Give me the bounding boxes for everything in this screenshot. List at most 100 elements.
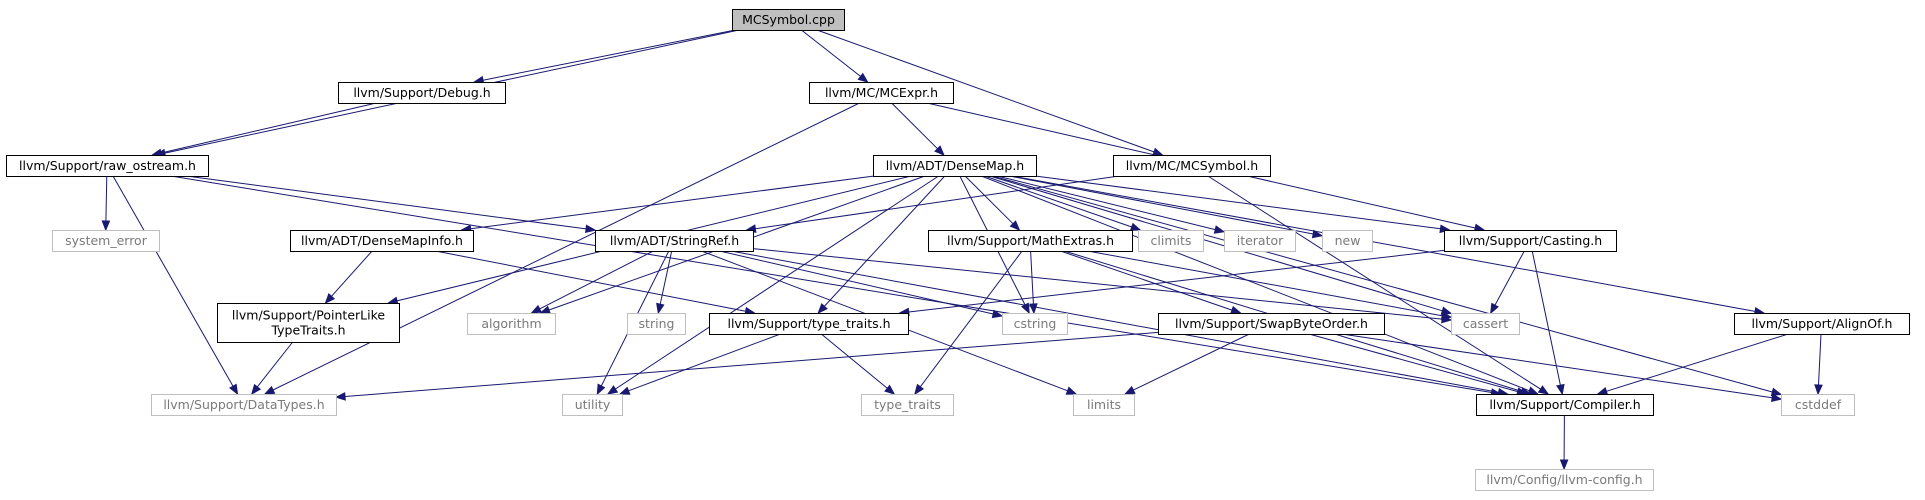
node-label: algorithm: [481, 316, 541, 331]
node-type-traits: type_traits: [861, 394, 954, 416]
node-label: cstddef: [1795, 397, 1842, 412]
edge-line: [1133, 333, 1250, 391]
edge-swapbyteorder_h-to-limits: [1123, 333, 1250, 395]
node-box: [1138, 230, 1204, 252]
edge-line: [160, 102, 377, 154]
node-box: [1073, 394, 1135, 416]
node-climits: climits: [1138, 230, 1204, 252]
node-label: llvm/MC/MCExpr.h: [825, 85, 938, 100]
node-mathextras-h[interactable]: llvm/Support/MathExtras.h: [928, 230, 1133, 252]
edge-arrowhead: [618, 386, 631, 395]
edge-arrowhead: [229, 383, 239, 396]
node-label: new: [1335, 233, 1361, 248]
edge-arrowhead: [934, 145, 945, 156]
edge-mcsymbol_h-to-compiler_h: [1207, 175, 1550, 395]
edge-arrowhead: [324, 293, 336, 304]
edge-line: [823, 175, 946, 307]
edge-raw_ostream_h-to-compiler_h: [170, 175, 1502, 397]
edge-arrowhead: [1814, 384, 1823, 396]
node-box: [1781, 394, 1855, 416]
node-debug-h[interactable]: llvm/Support/Debug.h: [338, 82, 506, 104]
edge-stringref_h-to-cassert: [752, 248, 1453, 324]
edge-compiler_h-to-llvm_config_h: [1559, 414, 1569, 471]
node-label: type_traits: [874, 397, 941, 412]
edge-arrowhead: [585, 224, 597, 234]
edge-line: [1308, 333, 1518, 393]
node-box: [627, 313, 686, 335]
edge-arrowhead: [1213, 225, 1226, 234]
node-casting-h[interactable]: llvm/Support/Casting.h: [1444, 230, 1617, 252]
node-mcsymbol-cpp[interactable]: MCSymbol.cpp: [732, 9, 845, 31]
edge-mcsymbol_cpp-to-mcsymbol_h: [816, 29, 1164, 156]
node-box: [1734, 313, 1910, 335]
node-box: [861, 394, 954, 416]
node-label: llvm/ADT/StringRef.h: [610, 233, 739, 248]
edge-line: [891, 102, 938, 150]
node-label: llvm/Config/llvm-config.h: [1486, 472, 1642, 487]
node-label: system_error: [65, 233, 148, 248]
edge-line: [659, 250, 673, 305]
node-label: llvm/Support/PointerLike: [232, 308, 385, 323]
edge-line: [989, 175, 1443, 312]
edge-arrowhead: [1123, 385, 1136, 395]
edge-line: [470, 175, 875, 230]
edge-line: [256, 341, 294, 388]
edge-arrowhead: [1559, 459, 1569, 471]
edge-swapbyteorder_h-to-compiler_h: [1308, 333, 1528, 396]
node-label: llvm/MC/MCSymbol.h: [1126, 158, 1258, 173]
node-label: llvm/Support/Casting.h: [1459, 233, 1602, 248]
node-label: iterator: [1237, 233, 1284, 248]
edge-alignof_h-to-cstddef: [1814, 333, 1823, 396]
node-compiler-h[interactable]: llvm/Support/Compiler.h: [1476, 394, 1654, 416]
node-densemap-h[interactable]: llvm/ADT/DenseMap.h: [873, 155, 1037, 177]
edge-arrowhead: [1065, 386, 1078, 395]
node-cstring: cstring: [1002, 313, 1068, 335]
edge-densemapinfo_h-to-pointerlike_h: [324, 250, 373, 304]
node-box: [732, 9, 845, 31]
edge-arrowhead: [817, 303, 828, 314]
node-box: [52, 230, 160, 252]
edge-arrowhead: [250, 383, 262, 396]
node-densemapinfo-h[interactable]: llvm/ADT/DenseMapInfo.h: [290, 230, 474, 252]
node-swapbyteorder-h[interactable]: llvm/Support/SwapByteOrder.h: [1158, 313, 1385, 335]
edge-line: [1060, 250, 1233, 311]
edge-densemap_h-to-densemapinfo_h: [460, 175, 875, 234]
edge-arrowhead: [1152, 147, 1164, 156]
edge-pointerlike_h-to-datatypes_h: [250, 341, 294, 396]
edge-arrowhead: [596, 383, 606, 396]
edge-arrowhead: [1490, 302, 1499, 315]
edge-line: [331, 250, 373, 297]
node-cassert: cassert: [1451, 313, 1520, 335]
node-stringref-h[interactable]: llvm/ADT/StringRef.h: [595, 230, 754, 252]
node-type-traits-h[interactable]: llvm/Support/type_traits.h: [709, 313, 909, 335]
edge-stringref_h-to-string: [656, 250, 673, 315]
edge-arrowhead: [857, 72, 869, 83]
node-label: TypeTraits.h: [270, 323, 345, 338]
node-llvm-config-h: llvm/Config/llvm-config.h: [1475, 469, 1654, 491]
node-box: [928, 230, 1133, 252]
node-raw-ostream-h[interactable]: llvm/Support/raw_ostream.h: [6, 155, 209, 177]
edge-mcexpr_h-to-densemap_h: [891, 102, 945, 156]
node-box: [1158, 313, 1385, 335]
edge-densemap_h-to-type_traits_h: [817, 175, 946, 314]
node-label: llvm/ADT/DenseMap.h: [886, 158, 1024, 173]
node-string: string: [627, 313, 686, 335]
node-mcexpr-h[interactable]: llvm/MC/MCExpr.h: [809, 82, 954, 104]
edge-densemap_h-to-new: [1009, 175, 1324, 239]
edge-arrowhead: [1440, 311, 1453, 320]
node-label: llvm/Support/Debug.h: [353, 85, 490, 100]
edge-arrowhead: [991, 309, 1004, 319]
edge-arrowhead: [1311, 229, 1324, 239]
node-box: [338, 82, 506, 104]
node-mcsymbol-h[interactable]: llvm/MC/MCSymbol.h: [1113, 155, 1271, 177]
edge-type_traits_h-to-type_traits: [820, 333, 896, 395]
node-box: [6, 155, 209, 177]
node-label: llvm/ADT/DenseMapInfo.h: [301, 233, 463, 248]
edge-arrowhead: [334, 392, 346, 401]
edge-line: [919, 250, 1023, 388]
node-alignof-h[interactable]: llvm/Support/AlignOf.h: [1734, 313, 1910, 335]
node-iterator: iterator: [1224, 230, 1296, 252]
edge-line: [1087, 250, 1443, 317]
edge-mcsymbol_cpp-to-mcexpr_h: [801, 29, 869, 83]
